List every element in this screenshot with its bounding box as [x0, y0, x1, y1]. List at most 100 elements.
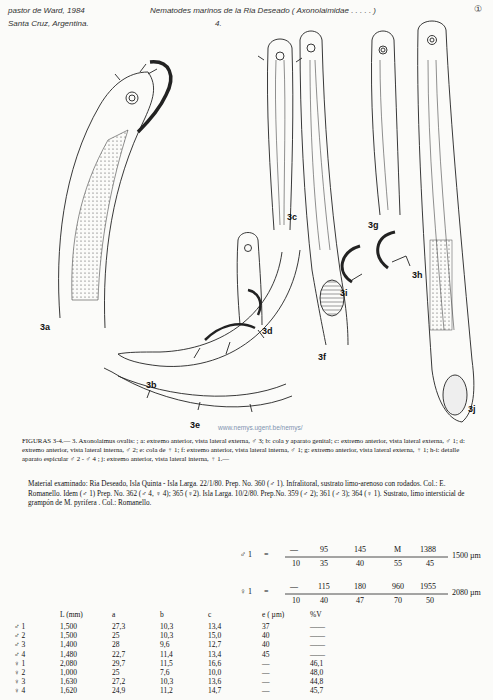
table-cell: 14,7: [208, 686, 221, 695]
formula-value: 50: [426, 596, 434, 606]
table-cell: 46,1: [310, 659, 323, 668]
formula-value: —: [290, 545, 298, 555]
formula-value: 45: [426, 559, 434, 569]
figure-label: 3c: [287, 212, 297, 223]
table-row-label: ♂ 2: [14, 631, 25, 640]
table-cell: ——: [310, 650, 325, 659]
figure-label: 3g: [368, 220, 379, 231]
figure-label: 3a: [40, 322, 50, 333]
formula-value: 55: [394, 559, 402, 569]
table-cell: 13,6: [208, 677, 221, 686]
material-text: Material examinado: Ria Deseado, Isla Qu…: [28, 480, 470, 509]
handwritten-note: Nematodes marinos de la Ria Deseado ( Ax…: [150, 6, 376, 16]
handwritten-note: ①: [474, 4, 482, 15]
formula-value: 1388: [420, 545, 436, 555]
table-cell: 48,0: [310, 668, 323, 677]
table-cell: 10,3: [160, 677, 173, 686]
table-cell: 1,630: [60, 677, 77, 686]
figure-label: 3b: [146, 380, 157, 391]
table-cell: 13,4: [208, 650, 221, 659]
formula-total: 1500 µm: [452, 551, 481, 561]
table-cell: 1,500: [60, 631, 77, 640]
table-cell: 2,080: [60, 659, 77, 668]
formula-equals: =: [264, 587, 269, 597]
table-cell: 1,480: [60, 650, 77, 659]
table-cell: 1,000: [60, 668, 77, 677]
handwritten-note: pastor de Ward, 1984: [8, 6, 85, 16]
figure-label: 3e: [190, 420, 200, 431]
table-cell: 13,4: [208, 622, 221, 631]
formula-value: 40: [356, 559, 364, 569]
table-cell: 27,2: [112, 677, 125, 686]
table-cell: 29,7: [112, 659, 125, 668]
table-cell: 11,5: [160, 659, 173, 668]
formula-sex: ♀ 1: [240, 587, 252, 597]
table-cell: 40: [262, 640, 270, 649]
table-cell: —: [262, 668, 270, 677]
handwritten-note: Santa Cruz, Argentina.: [8, 19, 89, 29]
table-cell: 22,7: [112, 650, 125, 659]
table-cell: 25: [112, 668, 120, 677]
formula-sex: ♂ 1: [240, 550, 252, 560]
table-cell: ——: [310, 631, 325, 640]
table-row-label: ♀ 1: [14, 659, 25, 668]
formula-total: 2080 µm: [452, 588, 481, 598]
figure-caption: FIGURAS 3-4.— 3. Axonolaimus ovalis: ; a…: [22, 437, 477, 463]
table-cell: 12,7: [208, 640, 221, 649]
table-header: e ( µm): [262, 610, 284, 619]
table-cell: 37: [262, 622, 270, 631]
figure-label: 3j: [468, 404, 476, 415]
table-cell: 10,3: [160, 622, 173, 631]
table-cell: 25: [112, 631, 120, 640]
formula-value: M: [394, 545, 401, 555]
table-header: b: [160, 610, 164, 619]
table-cell: 44,8: [310, 677, 323, 686]
table-header: a: [112, 610, 115, 619]
formula-value: 960: [392, 582, 404, 592]
table-cell: 11,4: [160, 650, 173, 659]
table-cell: ——: [310, 640, 325, 649]
table-row-label: ♂ 4: [14, 650, 25, 659]
table-cell: 11,2: [160, 686, 173, 695]
table-cell: 45,7: [310, 686, 323, 695]
formula-value: 10: [292, 559, 300, 569]
table-cell: 40: [262, 631, 270, 640]
table-cell: 16,6: [208, 659, 221, 668]
formula-value: 115: [318, 582, 330, 592]
formula-equals: =: [264, 550, 269, 560]
figure-label: 3f: [318, 352, 326, 363]
formula-value: 40: [320, 596, 328, 606]
table-cell: ——: [310, 622, 325, 631]
table-row-label: ♀ 3: [14, 677, 25, 686]
figure-label: 3d: [262, 326, 273, 337]
handwritten-note: 4.: [215, 19, 222, 29]
table-cell: 1,620: [60, 686, 77, 695]
formula-value: 145: [354, 545, 366, 555]
table-cell: 15,0: [208, 631, 221, 640]
watermark: www.nemys.ugent.be/nemys/: [218, 424, 303, 432]
table-cell: —: [262, 677, 270, 686]
formula-value: 1955: [420, 582, 436, 592]
table-row-label: ♀ 4: [14, 686, 25, 695]
table-cell: 1,400: [60, 640, 77, 649]
table-cell: 10,0: [208, 668, 221, 677]
formula-value: 10: [292, 596, 300, 606]
formula-value: 70: [394, 596, 402, 606]
formula-value: —: [290, 582, 298, 592]
figure-label: 3i: [340, 288, 348, 299]
formula-value: 35: [320, 559, 328, 569]
table-cell: 10,3: [160, 631, 173, 640]
formula-value: 95: [320, 545, 328, 555]
formula-value: 47: [356, 596, 364, 606]
table-header: L (mm): [60, 610, 83, 619]
table-cell: —: [262, 686, 270, 695]
table-row-label: ♂ 1: [14, 622, 25, 631]
table-cell: 9,6: [160, 640, 169, 649]
table-cell: —: [262, 659, 270, 668]
table-cell: 1,500: [60, 622, 77, 631]
table-row-label: ♂ 3: [14, 640, 25, 649]
table-header: c: [208, 610, 211, 619]
table-cell: 27,3: [112, 622, 125, 631]
table-cell: 28: [112, 640, 120, 649]
